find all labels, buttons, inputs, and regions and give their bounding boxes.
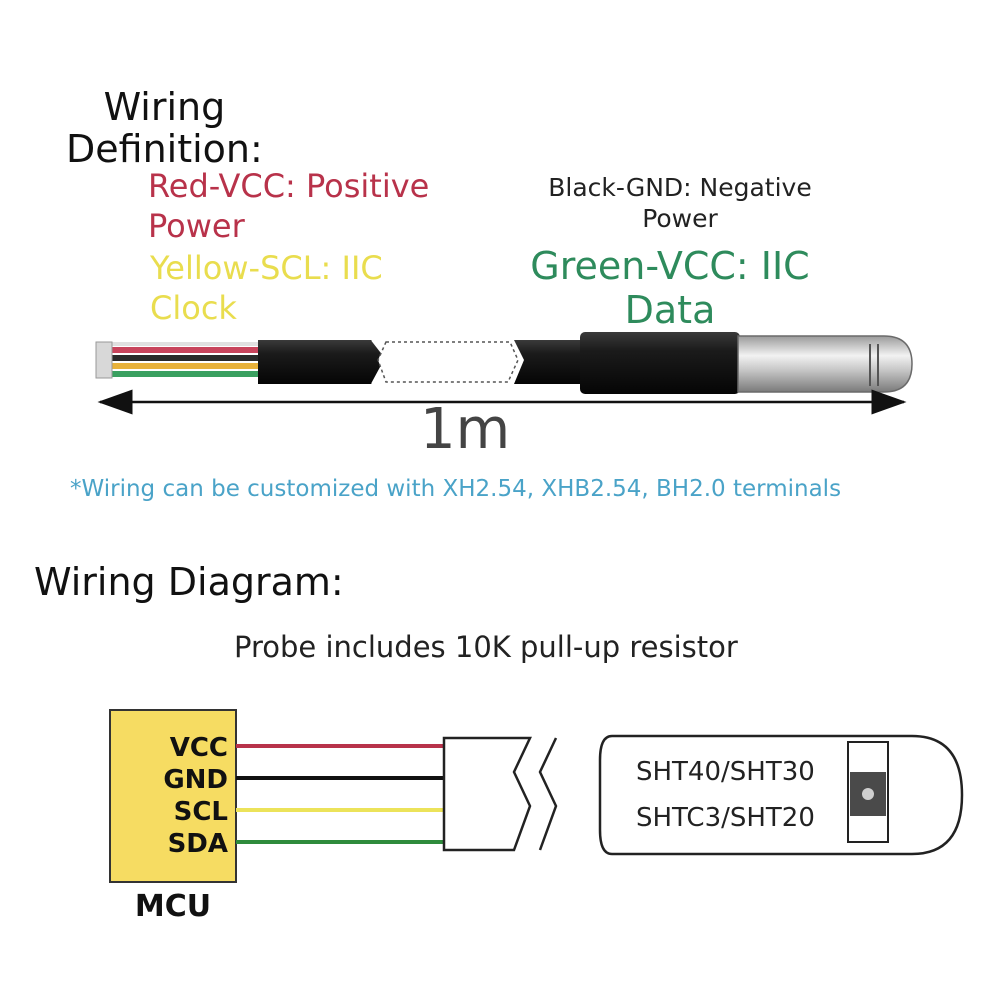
wiring-diagram-title: Wiring Diagram:: [34, 560, 344, 604]
green-wire-label-line2: Data: [624, 288, 716, 332]
wire-tips: [95, 341, 113, 379]
red-wire-label-line2: Power: [148, 207, 245, 245]
mcu-label: MCU: [135, 889, 211, 924]
green-wire-label-line1: Green-VCC: IIC: [530, 244, 810, 288]
mcu-box: [109, 709, 237, 883]
wiring-definition-title-line2: Definition:: [66, 127, 263, 171]
pullup-resistor-note: Probe includes 10K pull-up resistor: [234, 630, 738, 664]
terminal-note: *Wiring can be customized with XH2.54, X…: [70, 476, 842, 502]
yellow-wire-label-line1: Yellow-SCL: IIC: [150, 249, 383, 287]
probe-sleeve: [580, 332, 740, 394]
cable-body-left: [442, 736, 532, 852]
pin-sda-label: SDA: [168, 829, 228, 859]
red-wire-label: Red-VCC: Positive Power: [148, 166, 429, 246]
pin-gnd-label: GND: [163, 765, 228, 795]
sensor-model-line1: SHT40/SHT30: [636, 757, 815, 787]
black-wire-label-line1: Black-GND: Negative: [548, 173, 812, 202]
wiring-definition-title-line1: Wiring: [103, 85, 226, 129]
wire-leads: [95, 341, 262, 379]
pin-vcc-label: VCC: [170, 733, 228, 763]
red-wire-label-line1: Red-VCC: Positive: [148, 167, 430, 205]
probe-body: [598, 734, 964, 856]
sensor-model-line2: SHTC3/SHT20: [636, 803, 815, 833]
cable-length-label: 1m: [420, 397, 511, 462]
yellow-wire-label: Yellow-SCL: IIC Clock: [150, 248, 383, 328]
cable-break-mark: [538, 737, 558, 851]
pin-scl-label: SCL: [174, 797, 228, 827]
black-wire-label: Black-GND: Negative Power: [530, 172, 830, 234]
sensor-chip-dot: [862, 788, 874, 800]
cable-break: [377, 341, 519, 383]
cable-jacket-right: [514, 340, 586, 384]
yellow-wire-label-line2: Clock: [150, 289, 237, 327]
black-wire-label-line2: Power: [642, 204, 718, 233]
cable-jacket-left: [258, 340, 386, 384]
wiring-definition-title: Wiring Definition:: [66, 86, 263, 170]
green-wire-label: Green-VCC: IIC Data: [524, 244, 816, 332]
